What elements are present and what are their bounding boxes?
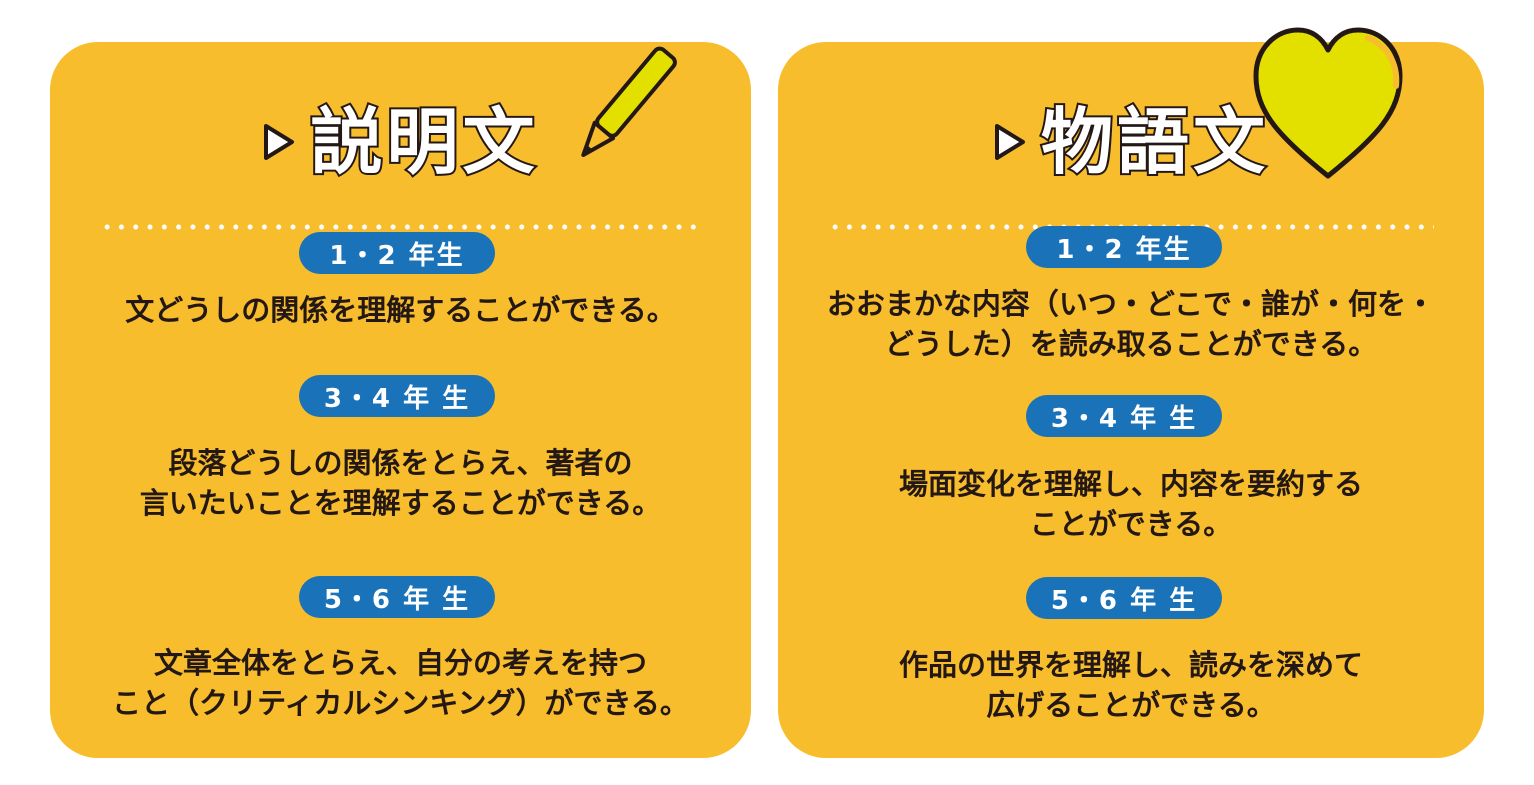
heart-icon [1248, 16, 1408, 195]
play-triangle-icon [993, 122, 1027, 162]
grade-badge-1-2: 1・2 年生 [299, 232, 495, 274]
grade-badge-5-6: 5・6 年 生 [1026, 577, 1222, 619]
card-header: 説明文 [50, 102, 751, 182]
grade-description-1-2: おおまかな内容（いつ・どこで・誰が・何を・ どうした）を読み取ることができる。 [826, 287, 1436, 361]
grade-badge-3-4: 3・4 年 生 [1026, 395, 1222, 437]
card-header: 物語文 [778, 102, 1484, 182]
pencil-icon [575, 14, 705, 168]
card-title: 説明文 [308, 100, 539, 184]
grade-badge-3-4: 3・4 年 生 [299, 375, 495, 417]
grade-badge-1-2: 1・2 年生 [1026, 226, 1222, 268]
dotted-divider [100, 224, 701, 230]
grade-description-1-2: 文どうしの関係を理解することができる。 [125, 293, 676, 327]
grade-description-3-4: 段落どうしの関係をとらえ、著者の 言いたいことを理解することができる。 [139, 446, 662, 520]
play-triangle-icon [262, 122, 296, 162]
narrative-text-card: 物語文 1・2 年生 おおまかな内容（いつ・どこで・誰が・何を・ どうした）を読… [778, 42, 1484, 758]
grade-description-5-6: 作品の世界を理解し、読みを深めて 広げることができる。 [898, 648, 1363, 722]
card-title: 物語文 [1039, 100, 1269, 184]
grade-description-5-6: 文章全体をとらえ、自分の考えを持つ こと（クリティカルシンキング）ができる。 [112, 646, 689, 720]
grade-badge-5-6: 5・6 年 生 [299, 576, 495, 618]
grade-description-3-4: 場面変化を理解し、内容を要約する ことができる。 [898, 467, 1363, 541]
explanatory-text-card: 説明文 1・2 年生 文どうしの関係を理解することができる。 3・4 年 生 段… [50, 42, 751, 758]
